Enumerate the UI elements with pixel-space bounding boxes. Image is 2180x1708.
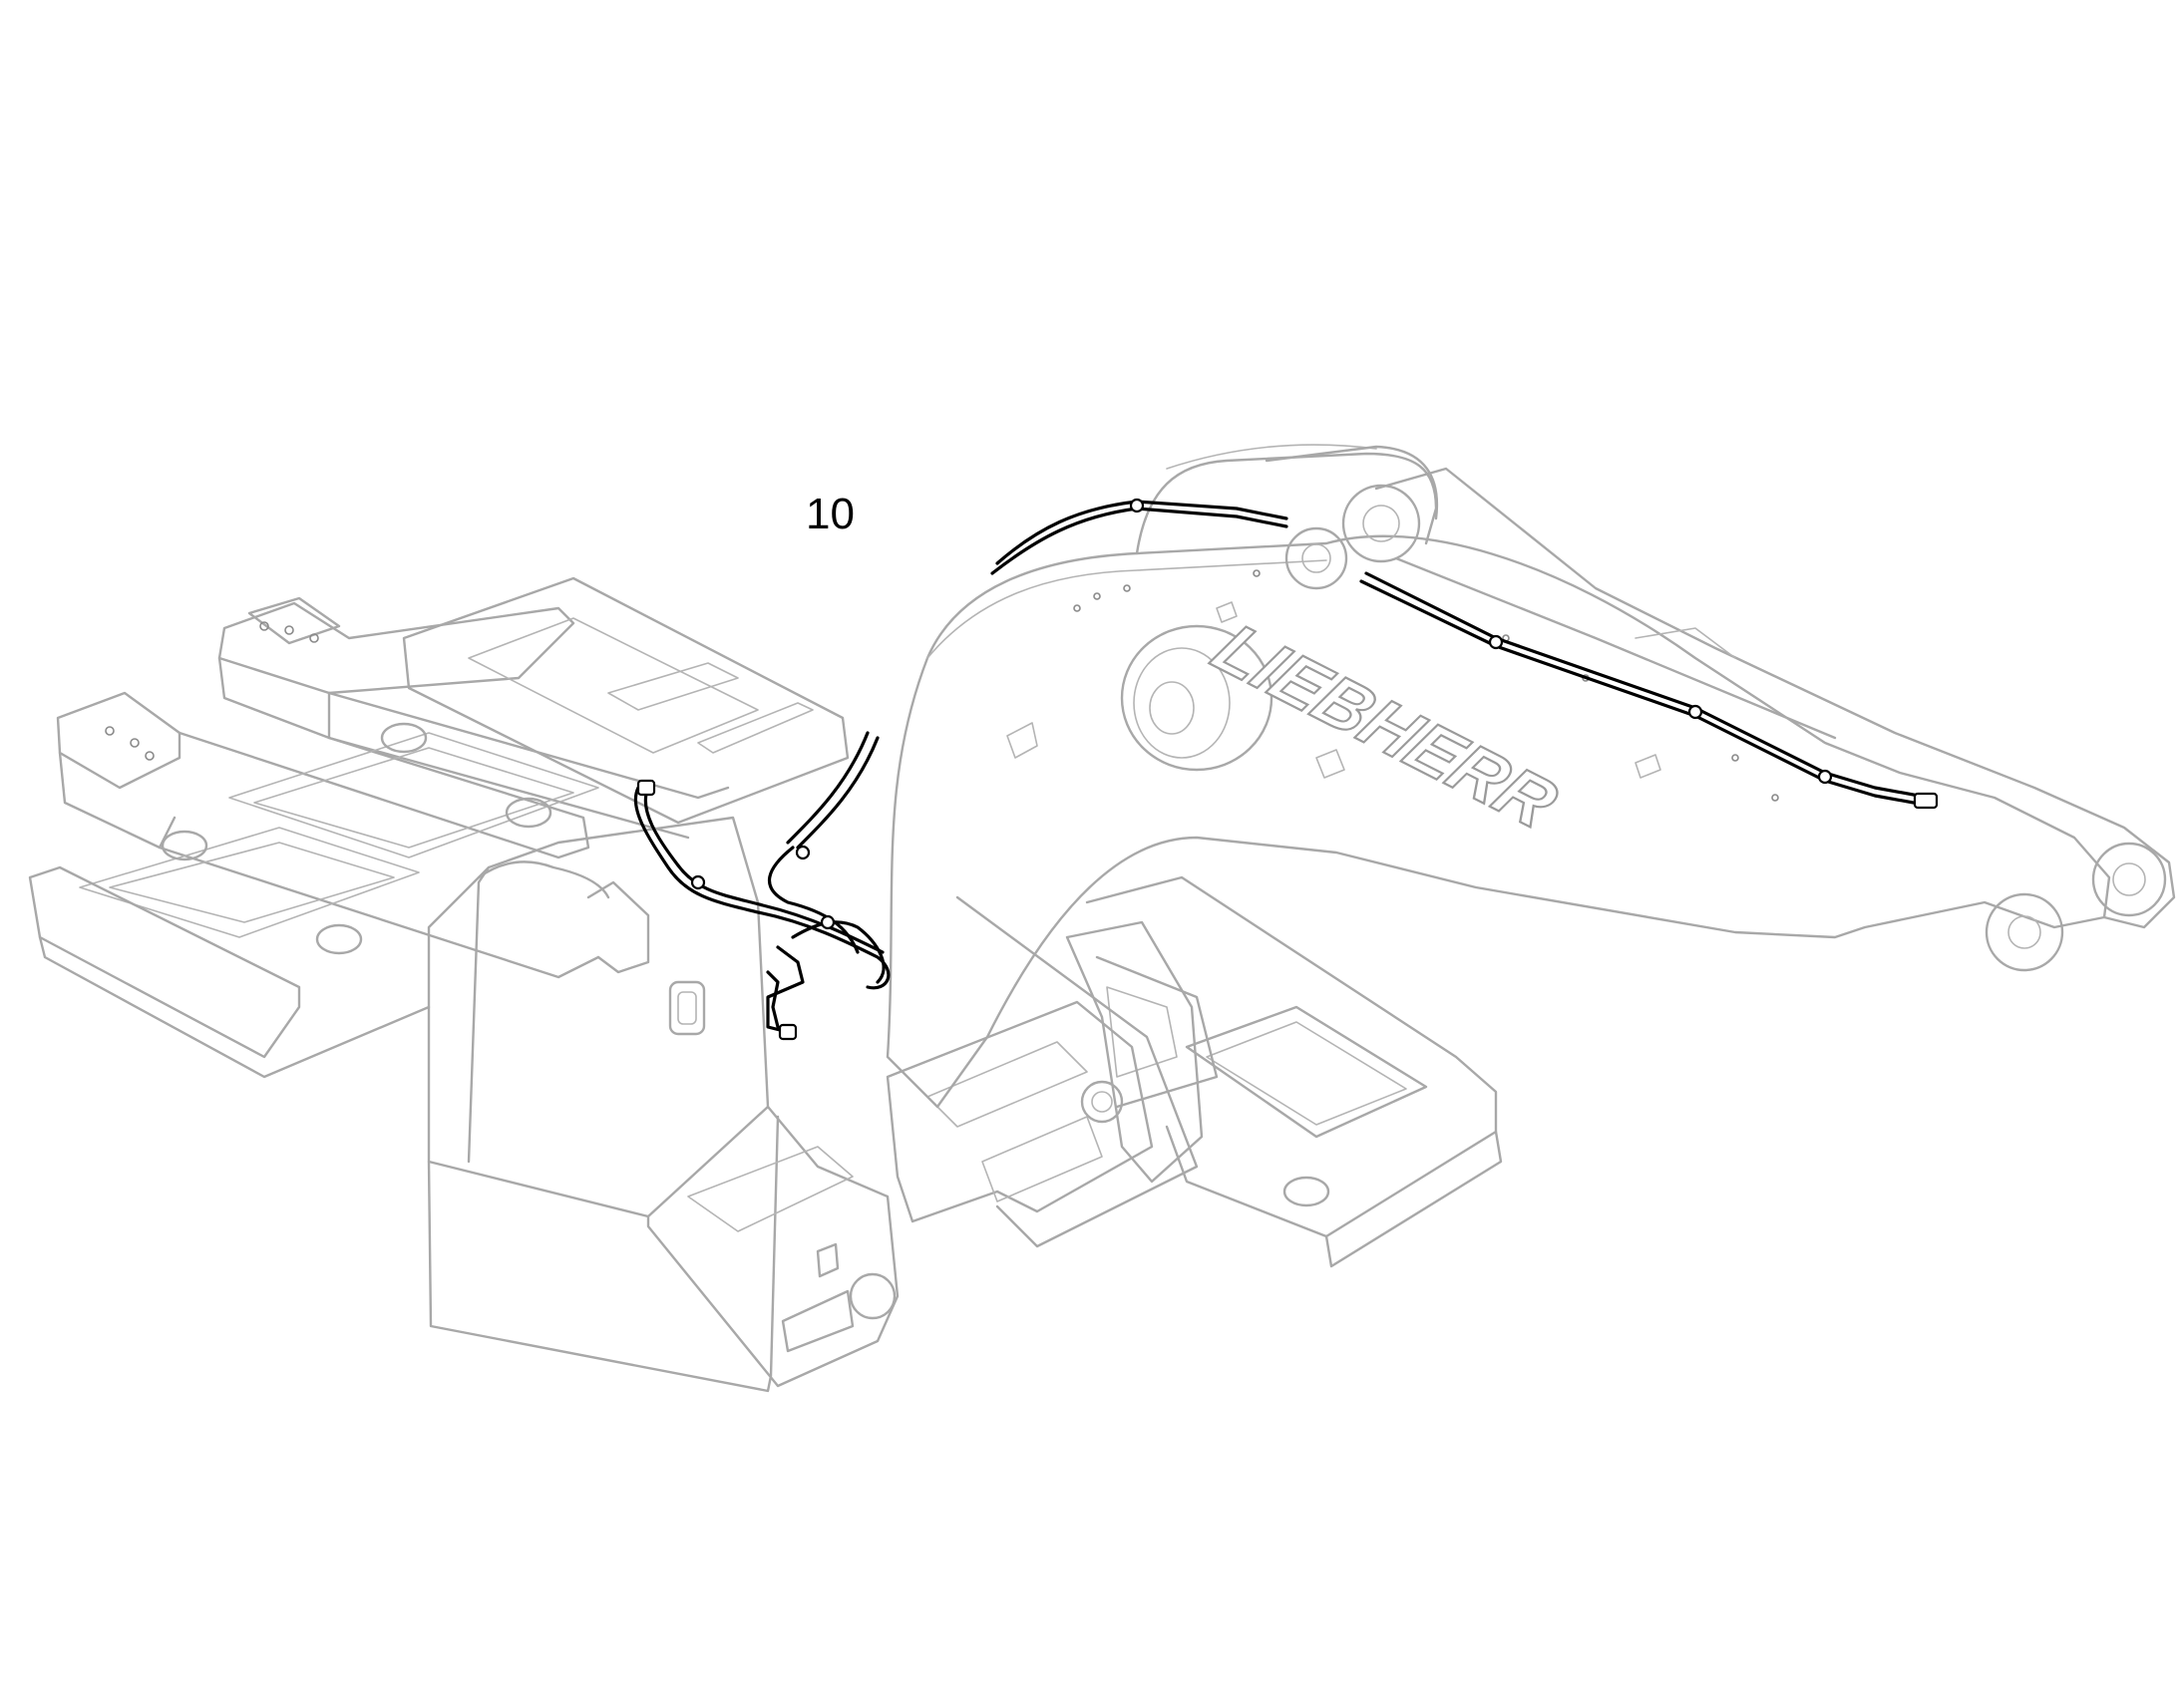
boom-assembly: LIEBHERR xyxy=(886,444,2176,1109)
center-structure xyxy=(886,920,1204,1223)
part-callout-number: 10 xyxy=(806,490,855,538)
left-frame xyxy=(28,576,850,1079)
right-frame xyxy=(955,875,1503,1268)
tank-block xyxy=(427,816,900,1393)
hydraulic-hose-lines xyxy=(633,498,1939,1041)
